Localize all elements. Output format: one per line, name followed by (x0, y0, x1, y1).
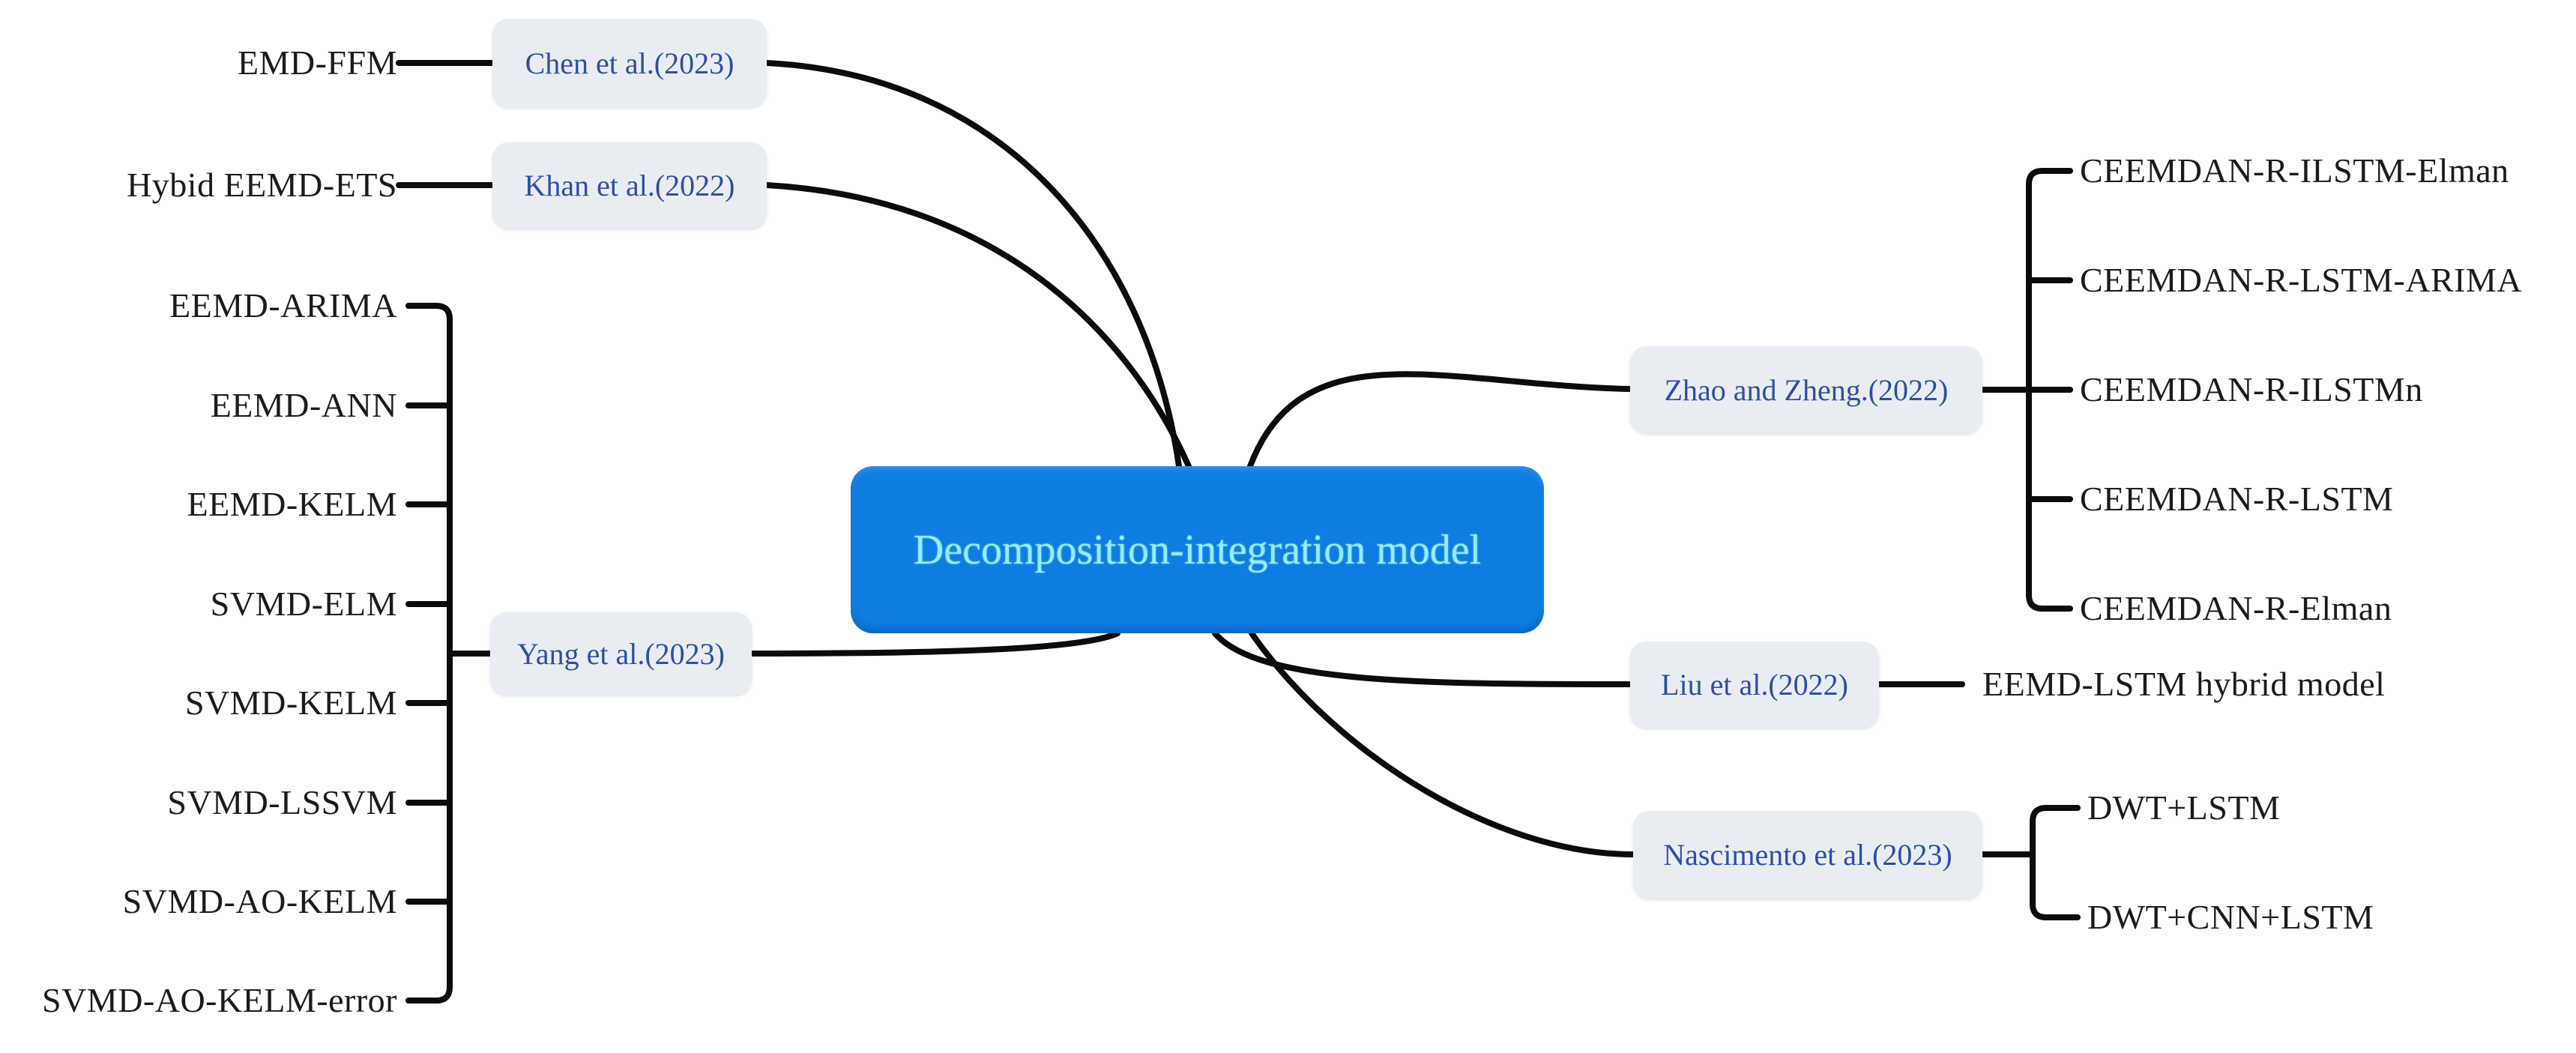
author-node-zhao: Zhao and Zheng.(2022) (1630, 346, 1982, 433)
author-node-label: Liu et al.(2022) (1661, 668, 1848, 702)
model-label-svmd-ao-kelm-error: SVMD-AO-KELM-error (41, 981, 397, 1019)
author-node-label: Chen et al.(2023) (525, 46, 735, 80)
edge-root-khan (764, 182, 1192, 469)
model-label-ceemdan-r-lstm-arima: CEEMDAN-R-LSTM-ARIMA (2080, 261, 2523, 299)
model-label-svmd-lssvm: SVMD-LSSVM (167, 783, 397, 821)
bracket-nascimento (2030, 805, 2081, 920)
model-label-dwt-lstm: DWT+LSTM (2087, 788, 2281, 827)
model-label-ceemdan-r-ilstmn: CEEMDAN-R-ILSTMn (2080, 370, 2423, 408)
model-label-ceemdan-r-ilstm-elman: CEEMDAN-R-ILSTM-Elman (2080, 151, 2509, 190)
edge-root-chen (764, 60, 1182, 469)
model-label-eemd-arima: EEMD-ARIMA (169, 286, 397, 325)
model-label-dwt-cnn-lstm: DWT+CNN+LSTM (2087, 898, 2374, 936)
author-node-chen: Chen et al.(2023) (492, 19, 767, 107)
edge-root-nascimento (1249, 630, 1636, 857)
model-label-svmd-kelm: SVMD-KELM (184, 684, 397, 722)
author-node-liu: Liu et al.(2022) (1630, 642, 1879, 728)
author-node-nascimento: Nascimento et al.(2023) (1633, 811, 1982, 899)
model-label-eemd-kelm: EEMD-KELM (187, 485, 397, 523)
root-node: Decomposition-integration model (851, 466, 1544, 633)
edge-root-zhao (1247, 371, 1633, 469)
author-node-label: Nascimento et al.(2023) (1663, 838, 1952, 872)
model-label-hybid-eemd-ets: Hybid EEMD-ETS (127, 166, 397, 204)
model-label-svmd-ao-kelm: SVMD-AO-KELM (122, 882, 397, 920)
bracket-yang (405, 303, 453, 1004)
author-node-label: Yang et al.(2023) (516, 636, 725, 671)
root-node-label: Decomposition-integration model (913, 526, 1482, 573)
model-label-eemd-ann: EEMD-ANN (210, 386, 397, 424)
model-label-ceemdan-r-elman: CEEMDAN-R-Elman (2080, 589, 2392, 627)
author-node-label: Khan et al.(2022) (524, 169, 735, 202)
author-node-label: Zhao and Zheng.(2022) (1664, 372, 1949, 407)
edge-root-yang (749, 630, 1120, 657)
edge-root-liu (1212, 630, 1633, 687)
model-label-svmd-elm: SVMD-ELM (210, 585, 397, 623)
model-label-ceemdan-r-lstm: CEEMDAN-R-LSTM (2080, 480, 2394, 518)
author-node-khan: Khan et al.(2022) (492, 142, 767, 229)
model-label-eemd-lstm-hybrid-model: EEMD-LSTM hybrid model (1982, 665, 2386, 703)
model-label-emd-ffm: EMD-FFM (237, 43, 397, 82)
author-node-yang: Yang et al.(2023) (490, 612, 752, 695)
